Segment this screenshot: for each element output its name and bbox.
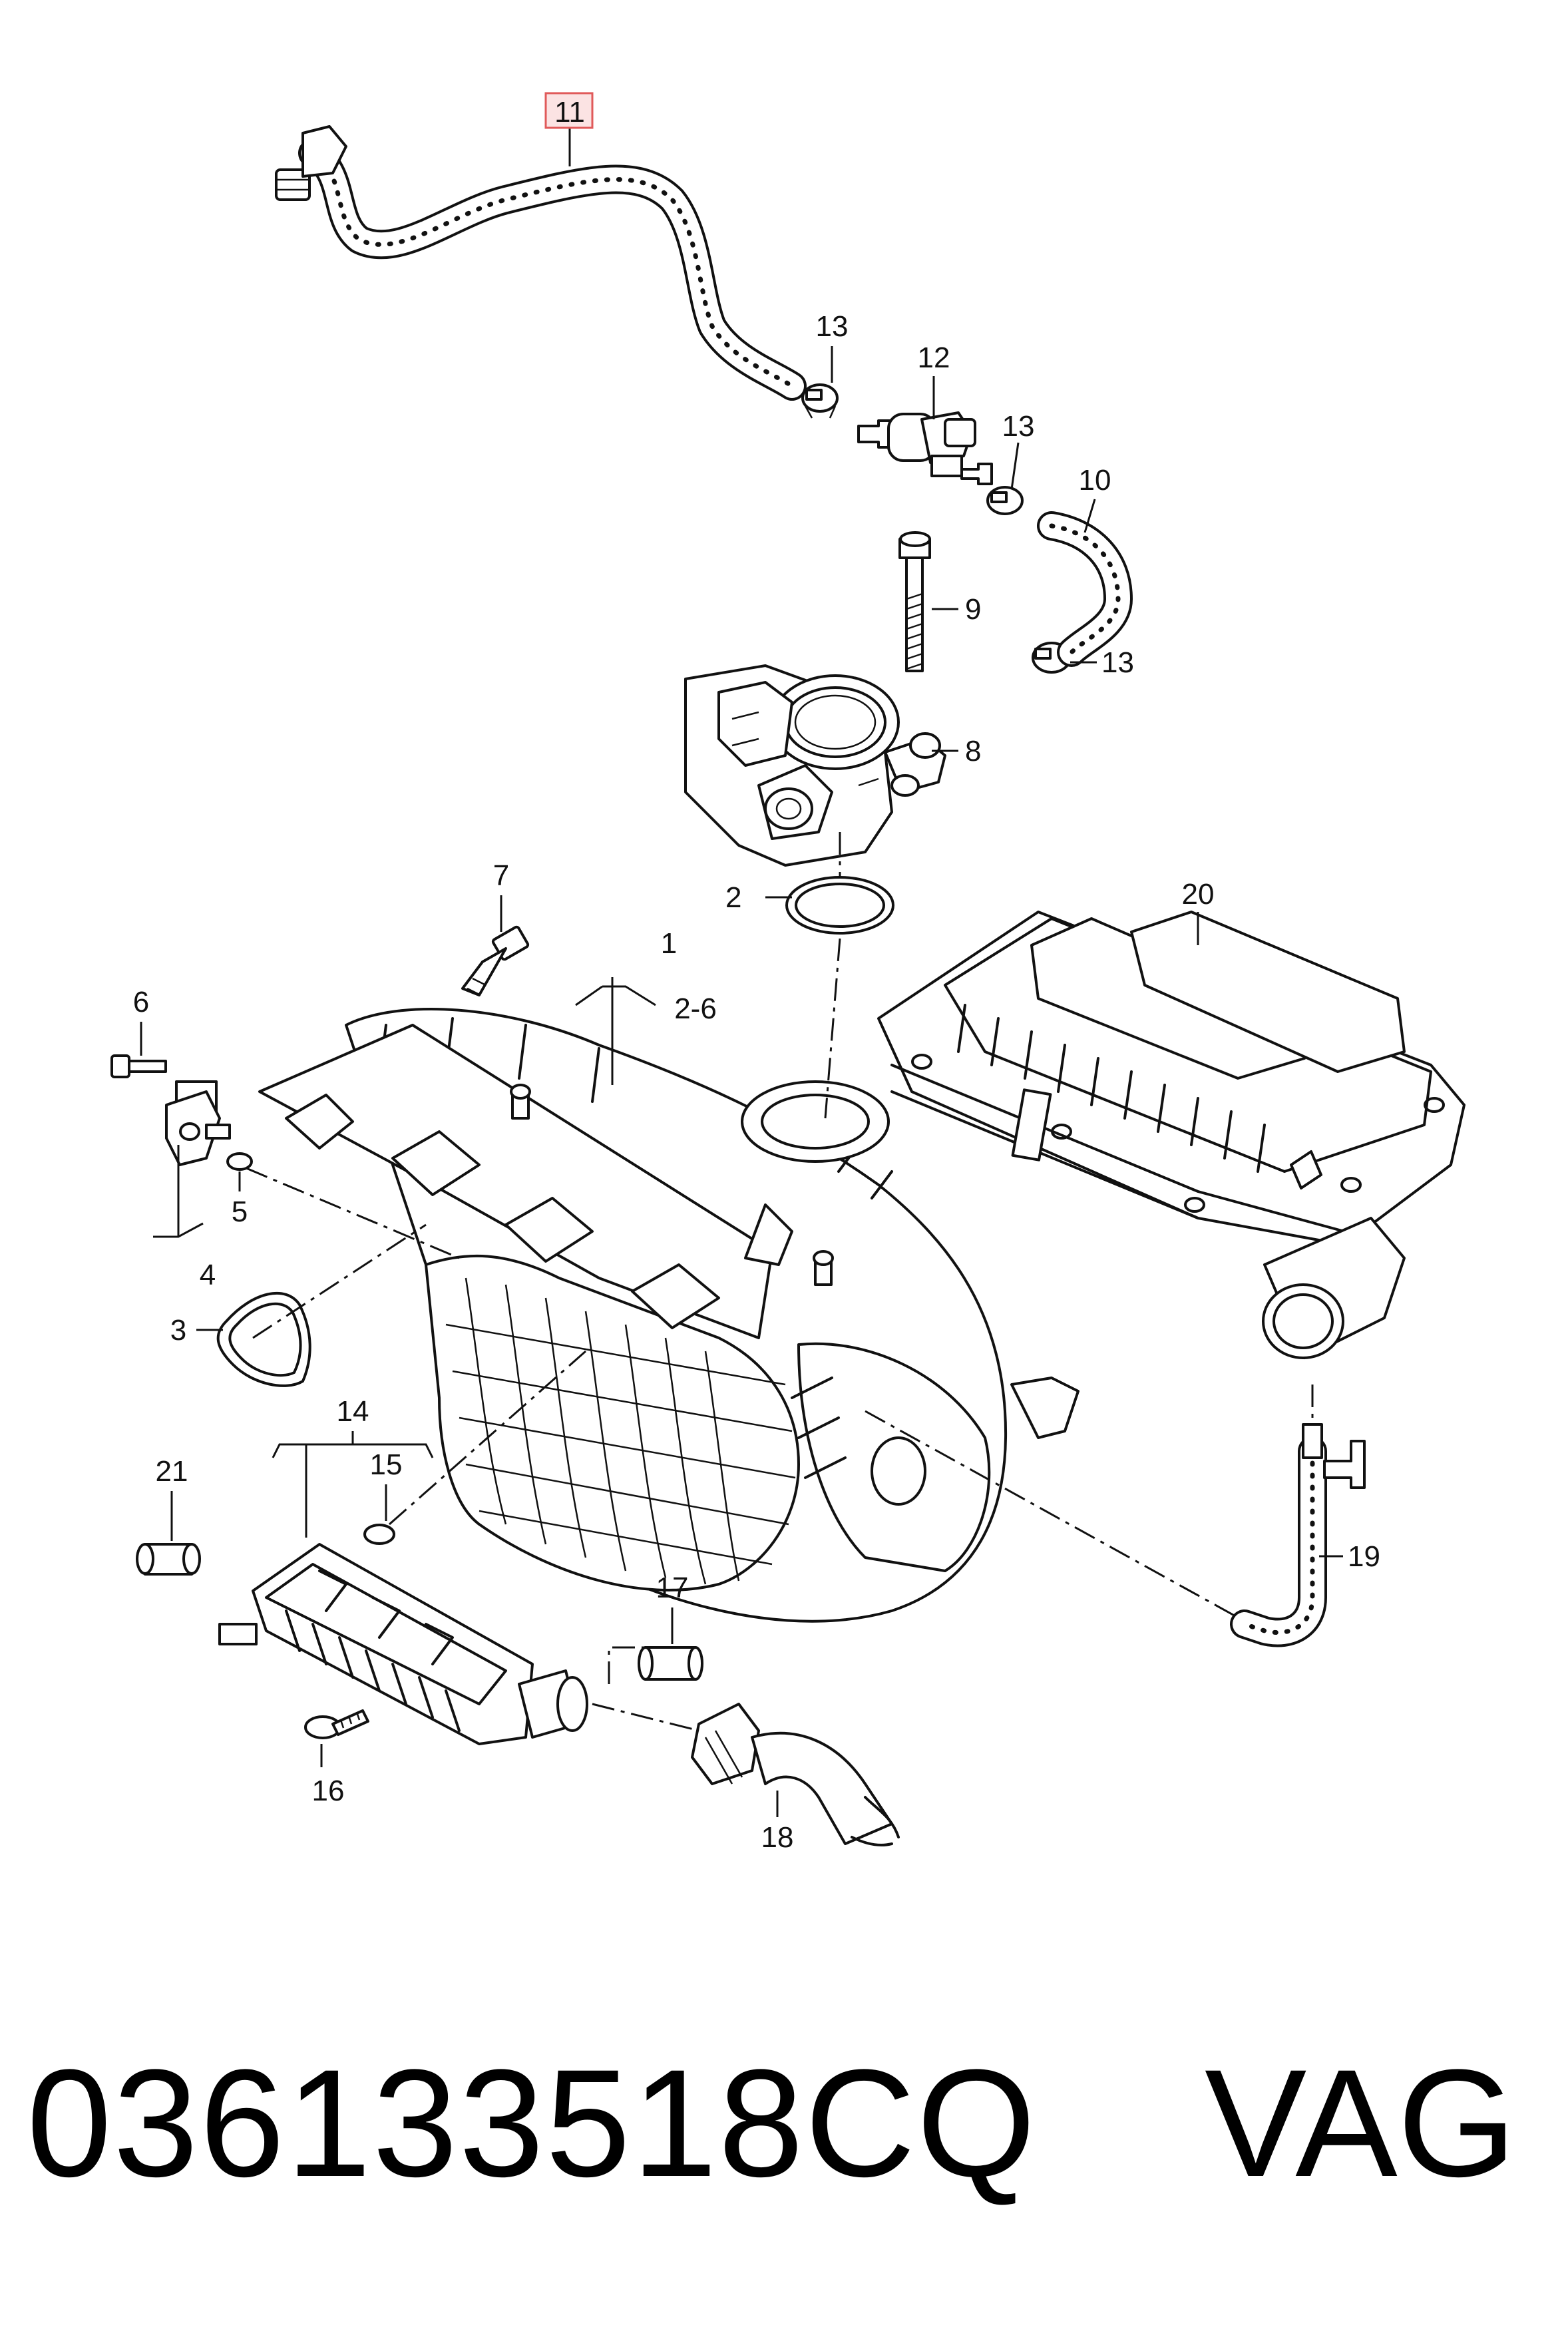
brand-name: VAG bbox=[1205, 2037, 1517, 2209]
callout-10: 10 bbox=[1079, 464, 1111, 497]
callout-3: 3 bbox=[170, 1314, 186, 1347]
callout-16: 16 bbox=[312, 1775, 345, 1807]
sleeve-part-21 bbox=[136, 1543, 201, 1576]
leader-lines bbox=[140, 128, 1343, 1817]
callout-18: 18 bbox=[761, 1821, 794, 1854]
gasket-part-2 bbox=[785, 876, 894, 935]
hose-part-18 bbox=[691, 1703, 900, 1846]
o-ring-part-15 bbox=[363, 1524, 395, 1545]
o-ring-part-5 bbox=[226, 1152, 253, 1171]
valve-part-12 bbox=[857, 411, 993, 485]
screw-part-16 bbox=[304, 1709, 369, 1739]
callout-14: 14 bbox=[337, 1395, 369, 1428]
highlight-box-11 bbox=[544, 92, 594, 129]
callout-1-range: 2-6 bbox=[674, 992, 717, 1025]
sleeve-part-17 bbox=[638, 1646, 703, 1681]
callout-13-a: 13 bbox=[816, 310, 849, 343]
bolt-part-6 bbox=[110, 1054, 167, 1078]
callout-15: 15 bbox=[370, 1448, 403, 1481]
module-part-14 bbox=[218, 1543, 588, 1745]
callout-5: 5 bbox=[232, 1195, 248, 1228]
callout-17: 17 bbox=[656, 1572, 689, 1604]
callout-11: 11 bbox=[554, 96, 585, 128]
callout-13-c: 13 bbox=[1101, 646, 1134, 679]
clamp-part-13-a bbox=[801, 383, 839, 419]
clamp-part-13-b bbox=[986, 486, 1024, 515]
callout-6: 6 bbox=[133, 986, 149, 1018]
sensor-part-4 bbox=[165, 1080, 231, 1166]
hose-part-10 bbox=[1037, 511, 1133, 667]
callout-1: 1 bbox=[661, 927, 677, 960]
callout-8: 8 bbox=[965, 735, 981, 767]
callout-7: 7 bbox=[493, 859, 509, 892]
callout-21: 21 bbox=[156, 1455, 188, 1488]
bolt-part-7 bbox=[461, 925, 530, 996]
intake-manifold-part-1 bbox=[258, 1008, 1079, 1623]
callout-12: 12 bbox=[918, 341, 950, 374]
air-filter-housing-part-20 bbox=[877, 911, 1466, 1359]
hose-part-11 bbox=[275, 125, 807, 401]
callout-20: 20 bbox=[1182, 878, 1215, 911]
callout-4: 4 bbox=[200, 1259, 216, 1291]
callout-19: 19 bbox=[1348, 1540, 1380, 1573]
callout-2: 2 bbox=[725, 881, 741, 914]
throttle-body-part-8 bbox=[684, 664, 946, 867]
callout-9: 9 bbox=[965, 593, 981, 626]
callout-13-b: 13 bbox=[1002, 410, 1035, 443]
gasket-part-3 bbox=[216, 1291, 311, 1387]
assembly-lines bbox=[246, 832, 1314, 1732]
part-number: 036133518CQ bbox=[27, 2037, 1038, 2209]
pipe-part-19 bbox=[1230, 1423, 1366, 1647]
bolt-part-9 bbox=[898, 531, 931, 672]
